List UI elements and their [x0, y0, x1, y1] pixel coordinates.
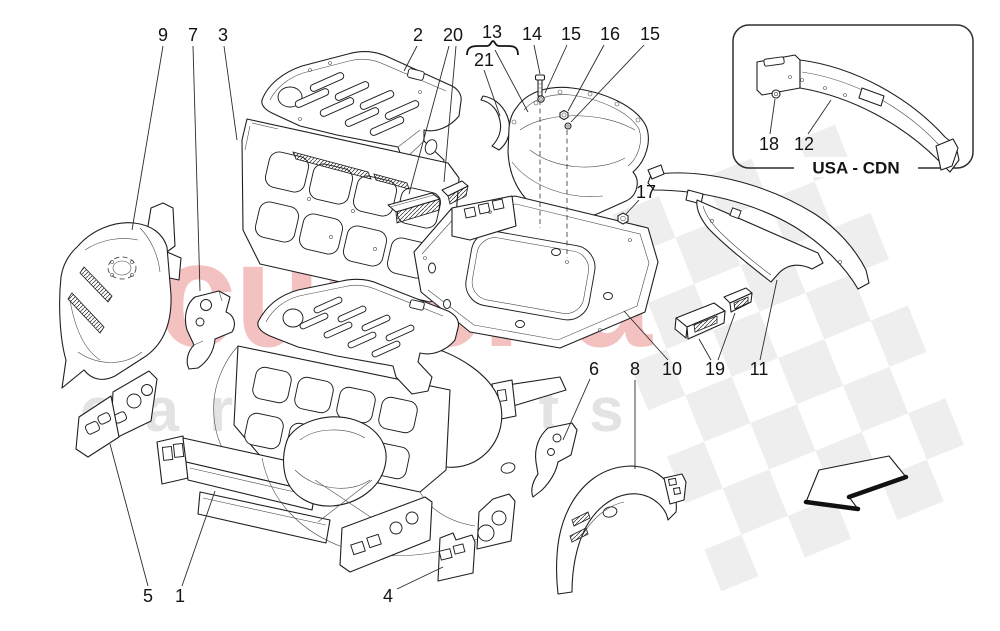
callout-14: 14: [522, 24, 542, 44]
part-1-shelf-slots: [299, 296, 415, 358]
leader-line-21-6: [483, 69, 501, 117]
part-18-bolt: [771, 89, 781, 99]
leader-line-14-7: [533, 44, 541, 75]
leader-line-7-1: [192, 45, 201, 292]
direction-arrow: [803, 455, 909, 512]
leader-line-19-20: [717, 312, 736, 361]
callout-13: 13: [482, 22, 502, 42]
leader-line-15-10: [570, 44, 645, 123]
group-bracket-13-21: [466, 40, 519, 56]
callout-4: 4: [383, 586, 393, 606]
leader-line-12-13: [807, 99, 832, 135]
part-21-seal-strip: [480, 95, 511, 151]
part-19-rails: [674, 287, 753, 340]
part-5-plates: [75, 370, 158, 458]
screw-14-icon: [534, 74, 546, 97]
callout-18: 18: [759, 134, 779, 154]
leader-line-6-17: [562, 378, 591, 441]
leader-line-13-5: [494, 49, 529, 113]
callout-8: 8: [630, 359, 640, 379]
leader-line-5-14: [109, 443, 149, 587]
leader-line-9-0: [131, 45, 164, 231]
callout-11: 11: [750, 359, 769, 379]
leader-line-2-3: [403, 45, 418, 72]
part-1-main-body: [156, 278, 567, 573]
part-2-shelf-panel: [261, 51, 462, 184]
part-11-quarter-panel: [647, 164, 870, 290]
leader-line-4-16: [396, 566, 444, 590]
inset-caption: USA - CDN: [812, 159, 899, 178]
leader-line-20-4: [443, 45, 457, 183]
callout-17: 17: [636, 182, 656, 202]
leader-line-1-15: [181, 490, 216, 587]
part-3-bulkhead-panel: [241, 118, 460, 303]
leader-line-15-8: [544, 44, 568, 94]
part-6-bracket: [531, 422, 578, 498]
part-13-wheel-well-tub: [507, 86, 649, 220]
part-9-wheelhouse-assembly: [59, 202, 182, 389]
leader-line-3-2: [223, 45, 238, 141]
leader-line-10-19: [623, 310, 669, 361]
leader-line-16-9: [567, 44, 605, 112]
leader-line-20-4: [408, 45, 450, 195]
nut-17-icon: [617, 212, 629, 225]
washer-15b-icon: [564, 122, 572, 130]
callout-2: 2: [413, 25, 423, 45]
leader-line-19-20: [698, 338, 712, 361]
callout-16: 16: [600, 24, 620, 44]
leader-line-17-11: [625, 199, 640, 215]
callout-12: 12: [794, 134, 814, 154]
caption-backing: [794, 157, 918, 177]
callout-10: 10: [662, 359, 682, 379]
callout-21: 21: [474, 50, 494, 70]
part-20-rails: [387, 180, 469, 224]
inset-box-usa-cdn: USA - CDN: [732, 24, 974, 178]
callout-15: 15: [640, 24, 660, 44]
leader-line-18-12: [769, 98, 776, 135]
callout-20: 20: [443, 25, 463, 45]
callout-5: 5: [143, 586, 153, 606]
fasteners: [534, 74, 629, 258]
callout-7: 7: [188, 25, 198, 45]
leader-line-11-21: [759, 279, 778, 361]
nut-16-icon: [559, 109, 569, 121]
callout-1: 1: [175, 586, 185, 606]
callout-6: 6: [589, 359, 599, 379]
callout-9: 9: [158, 25, 168, 45]
part-2-slots: [294, 72, 420, 136]
part-4-plates: [437, 493, 516, 582]
part-8-wheel-arch: [556, 465, 687, 595]
part-10-shelf-inner-panel: [413, 195, 659, 349]
callout-3: 3: [218, 25, 228, 45]
callout-19: 19: [705, 359, 725, 379]
part-12-reinforcement-bar: [756, 54, 960, 173]
washer-15a-icon: [537, 95, 545, 103]
callout-15: 15: [561, 24, 581, 44]
part-7-bracket: [184, 290, 235, 370]
